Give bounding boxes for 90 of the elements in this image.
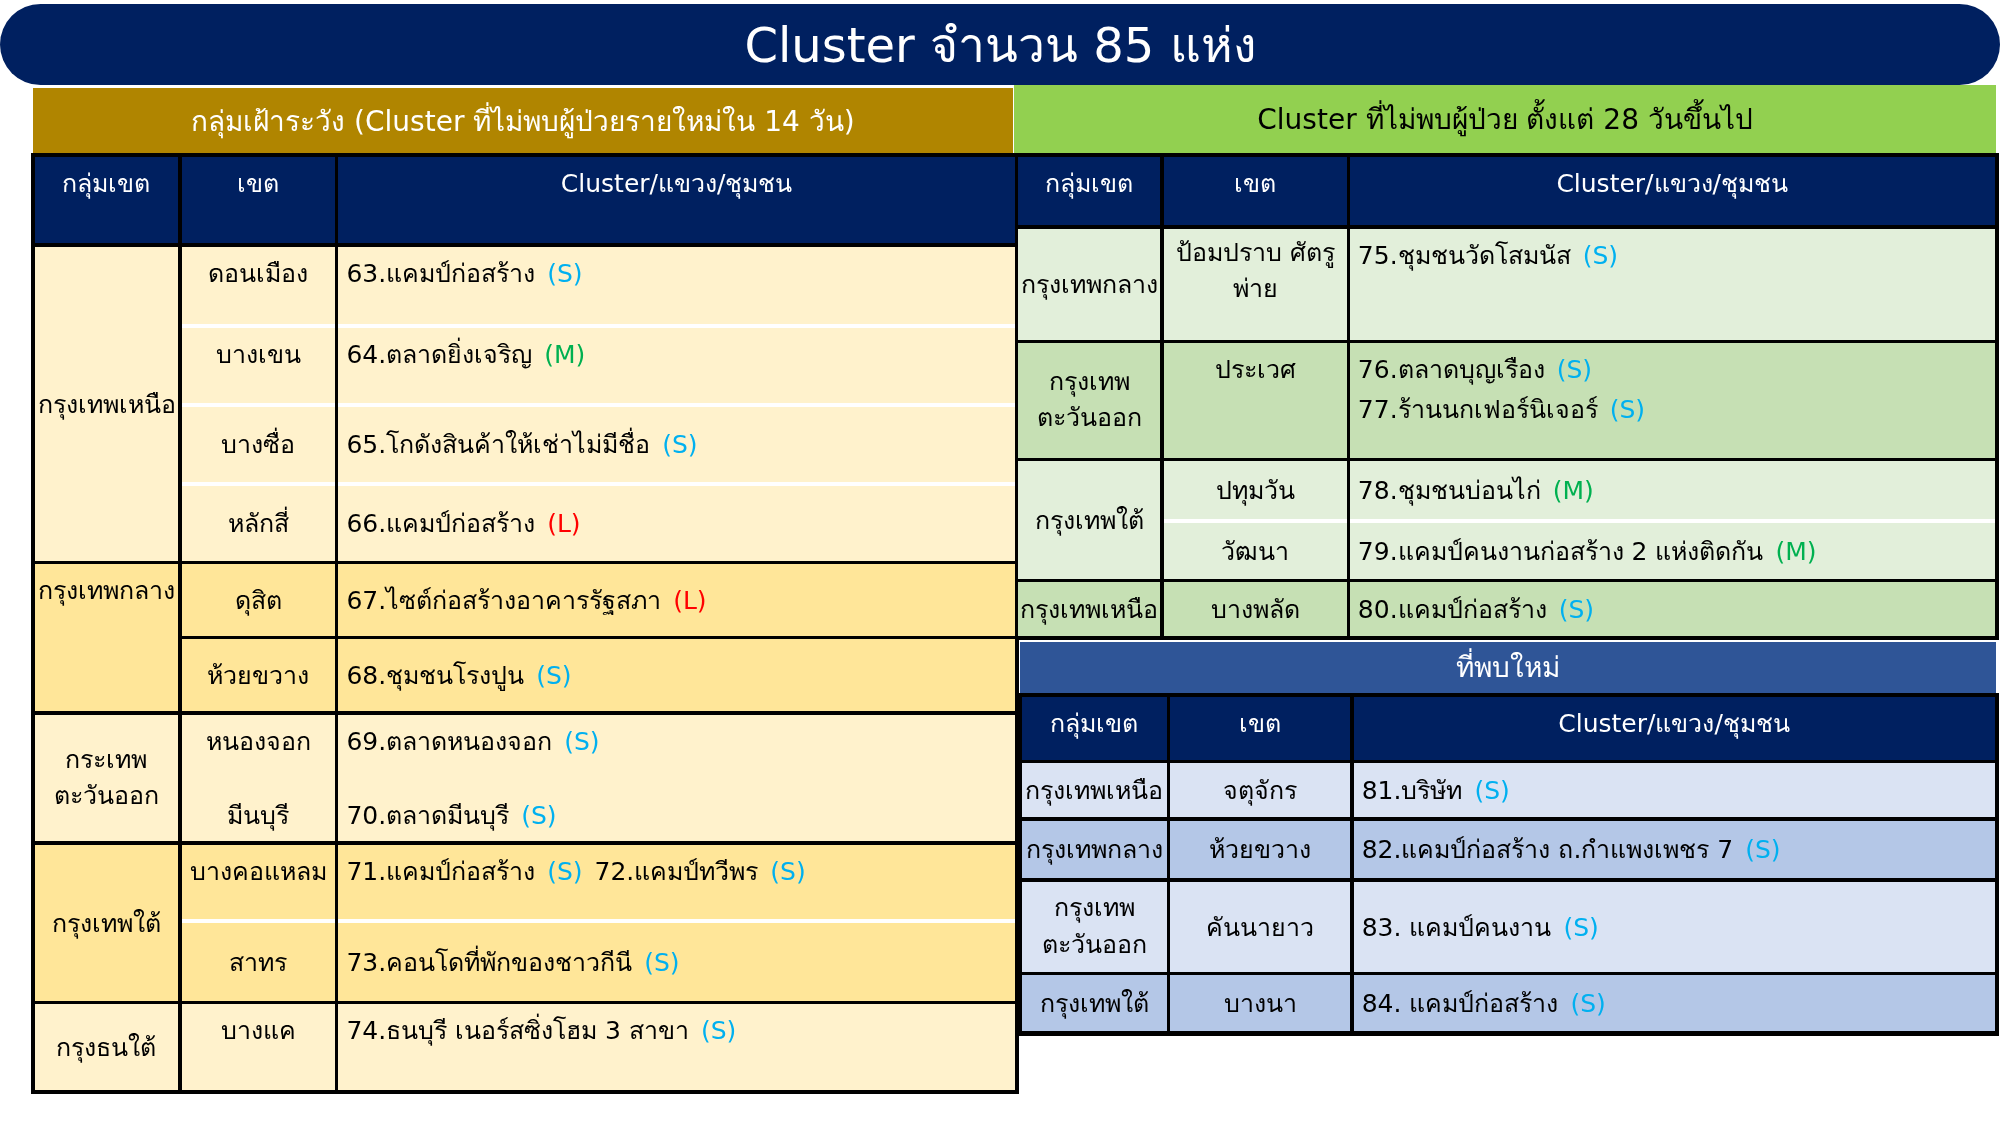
- cell-text: ปทุมวัน: [1215, 474, 1295, 508]
- cell-text: Cluster/แขวง/ชุมชน: [1558, 707, 1790, 741]
- size-tag: (S): [1474, 776, 1510, 806]
- size-tag: (M): [1775, 536, 1817, 566]
- size-tag: (S): [770, 856, 806, 886]
- cell-text: 71.แคมป์ก่อสร้าง: [346, 855, 536, 888]
- cell-text: หนองจอก: [205, 725, 311, 758]
- cell-text: บางนา: [1223, 988, 1297, 1021]
- size-tag: (S): [547, 258, 583, 288]
- cell-text: 64.ตลาดยิ่งเจริญ: [346, 336, 533, 371]
- section-banner: ที่พบใหม่: [1020, 641, 1997, 693]
- cell-text: ดุสิต: [234, 585, 282, 618]
- size-tag: (S): [564, 726, 600, 756]
- cell-text: ประเวศ: [1214, 354, 1296, 387]
- cell-text: ห้วยขวาง: [1209, 834, 1312, 867]
- cell-text: Cluster/แขวง/ชุมชน: [1556, 168, 1788, 201]
- cell-text: 67.ไซต์ก่อสร้างอาคารรัฐสภา: [346, 585, 662, 618]
- cell-text: กรุงเทพ ตะวันออก: [1035, 366, 1143, 435]
- cell-text: กรุงเทพเหนือ: [1025, 775, 1164, 808]
- cell-text: 77.ร้านนกเฟอร์นิเจอร์: [1357, 394, 1598, 427]
- size-tag: (S): [1556, 355, 1592, 385]
- cell-text: กระเทพ ตะวันออก: [53, 743, 160, 813]
- cell-text: ดอนเมือง: [208, 257, 309, 290]
- cell-text: คันนายาว: [1206, 911, 1315, 944]
- size-tag: (M): [544, 339, 586, 369]
- size-tag: (S): [644, 948, 680, 978]
- cell-text: ห้วยขวาง: [207, 660, 310, 693]
- cell-text: กลุ่มเขต: [1050, 707, 1139, 741]
- cell-text: 79.แคมป์คนงานก่อสร้าง 2 แห่งติดกัน: [1357, 535, 1764, 568]
- cell-text: กรุงเทพกลาง: [38, 575, 175, 608]
- cell-text: กรุงเทพ ตะวันออก: [1040, 892, 1148, 961]
- cell-text: บางคอแหลม: [189, 855, 327, 888]
- size-tag: (S): [1563, 912, 1599, 942]
- size-tag: (L): [673, 586, 707, 616]
- cell-text: จตุจักร: [1223, 775, 1298, 808]
- cell-text: ป้อมปราบ ศัตรูพ่าย: [1174, 236, 1336, 305]
- cell-text: กรุงเทพใต้: [52, 907, 161, 941]
- size-tag: (S): [662, 430, 698, 460]
- cell-text: 72.แคมป์ทวีพร: [594, 855, 759, 888]
- title-banner: Cluster จำนวน 85 แห่ง: [0, 3, 2000, 86]
- size-tag: (S): [1582, 240, 1618, 270]
- cell-text: 69.ตลาดหนองจอก: [346, 725, 553, 758]
- cell-text: มีนบุรี: [227, 800, 290, 833]
- cell-text: กรุงเทพเหนือ: [1020, 594, 1159, 627]
- cell-text: เขต: [1239, 707, 1282, 740]
- size-tag: (S): [1558, 595, 1594, 625]
- size-tag: (S): [547, 856, 583, 886]
- cell-text: 84. แคมป์ก่อสร้าง: [1361, 988, 1559, 1021]
- cell-text: Cluster/แขวง/ชุมชน: [560, 168, 793, 201]
- cell-text: 82.แคมป์ก่อสร้าง ถ.กำแพงเพชร 7: [1361, 834, 1734, 867]
- cell-text: 76.ตลาดบุญเรือง: [1357, 354, 1545, 387]
- cell-text: 66.แคมป์ก่อสร้าง: [346, 508, 536, 541]
- cell-text: 75.ชุมชนวัดโสมนัส: [1357, 239, 1571, 273]
- cell-text: เขต: [237, 168, 280, 201]
- cell-text: 83. แคมป์คนงาน: [1361, 911, 1552, 944]
- size-tag: (S): [700, 1016, 737, 1046]
- cell-text: บางพลัด: [1210, 594, 1300, 627]
- cell-text: 78.ชุมชนบ่อนไก่: [1357, 474, 1541, 508]
- size-tag: (S): [536, 661, 572, 691]
- cell-text: 73.คอนโดที่พักของชาวกีนี: [346, 942, 633, 983]
- cell-text: 68.ชุมชนโรงปูน: [346, 660, 525, 693]
- cell-text: 80.แคมป์ก่อสร้าง: [1357, 594, 1547, 627]
- cell-text: บางแค: [220, 1015, 296, 1048]
- size-tag: (L): [547, 509, 581, 539]
- cell-text: 65.โกดังสินค้าให้เช่าไม่มีชื่อ: [346, 424, 651, 465]
- cell-text: วัฒนา: [1221, 535, 1290, 568]
- cell-text: 70.ตลาดมีนบุรี: [346, 800, 510, 833]
- size-tag: (S): [1745, 835, 1781, 865]
- cell-text: สาทร: [229, 947, 288, 980]
- size-tag: (M): [1552, 475, 1594, 505]
- cell-text: กรุงเทพกลาง: [1020, 269, 1158, 302]
- cell-text: หลักสี่: [227, 503, 289, 544]
- cell-text: 81.บริษัท: [1361, 775, 1463, 808]
- section-banner: กลุ่มเฝ้าระวัง (Cluster ที่ไม่พบผู้ป่วยรายใหม่ใน 14 วัน): [33, 88, 1013, 154]
- cell-text: กลุ่มเขต: [1045, 168, 1134, 201]
- size-tag: (S): [1609, 395, 1645, 425]
- cell-text: บางเขน: [215, 338, 301, 371]
- size-tag: (S): [1570, 989, 1606, 1019]
- size-tag: (S): [521, 801, 557, 831]
- cell-text: บางซื่อ: [221, 424, 296, 465]
- cell-text: กรุงเทพเหนือ: [37, 388, 176, 422]
- cell-text: กรุงเทพใต้: [1039, 988, 1149, 1021]
- section-banner: Cluster ที่ไม่พบผู้ป่วย ตั้งแต่ 28 วันขึ้นไป: [1014, 85, 1997, 154]
- cell-text: กลุ่มเขต: [62, 168, 151, 201]
- cell-text: กรุงธนใต้: [56, 1032, 157, 1065]
- cell-text: กรุงเทพใต้: [1034, 504, 1144, 538]
- cell-text: 63.แคมป์ก่อสร้าง: [346, 257, 536, 290]
- cell-text: เขต: [1234, 168, 1277, 201]
- cell-text: กรุงเทพกลาง: [1025, 834, 1163, 867]
- cell-text: 74.ธนบุรี เนอร์สซิ่งโฮม 3 สาขา: [346, 1010, 689, 1051]
